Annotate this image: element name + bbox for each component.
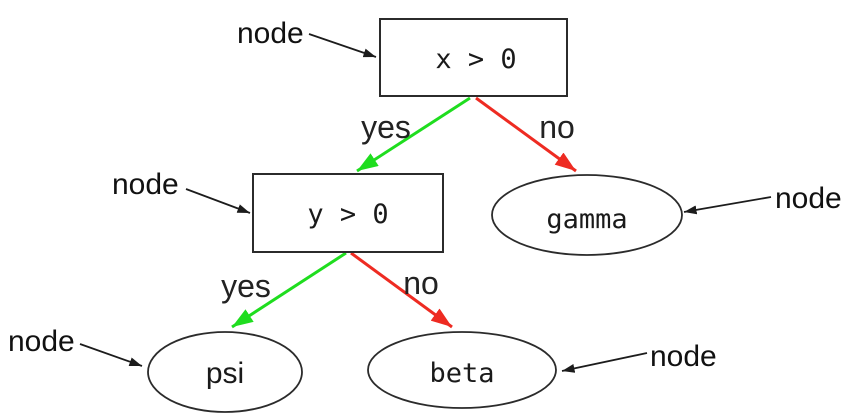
edge-label-yes-1: yes — [361, 109, 411, 145]
leaf-node-gamma-label: gamma — [546, 204, 627, 235]
annotation-label-beta: node — [650, 340, 717, 373]
leaf-node-psi-label: psi — [206, 357, 244, 390]
annotation-arrow-gamma — [683, 196, 772, 215]
leaf-node-beta — [367, 331, 557, 409]
leaf-node-gamma — [491, 174, 683, 256]
decision-node-y-label: y > 0 — [307, 199, 388, 230]
leaf-node-psi — [147, 331, 303, 413]
annotation-label-root: node — [237, 17, 304, 50]
edge-yes-y-to-psi — [231, 251, 347, 329]
edge-no-root-to-gamma — [475, 96, 577, 173]
annotation-arrow-psi — [79, 343, 143, 367]
edge-yes-root-to-y — [356, 96, 471, 173]
edge-label-no-2: no — [403, 265, 439, 301]
decision-node-x — [379, 18, 568, 97]
annotation-label-gamma: node — [775, 182, 842, 215]
edge-label-no-1: no — [539, 109, 575, 145]
annotation-arrow-root — [308, 33, 377, 58]
edge-label-yes-2: yes — [221, 268, 271, 304]
edge-no-y-to-beta — [350, 251, 453, 329]
decision-node-y — [252, 173, 444, 253]
annotation-label-y: node — [112, 168, 179, 201]
annotation-arrow-beta — [561, 352, 648, 373]
decision-node-x-label: x > 0 — [435, 44, 516, 75]
leaf-node-beta-label: beta — [429, 358, 494, 389]
annotation-arrow-y — [185, 188, 251, 214]
annotation-label-psi: node — [8, 325, 75, 358]
